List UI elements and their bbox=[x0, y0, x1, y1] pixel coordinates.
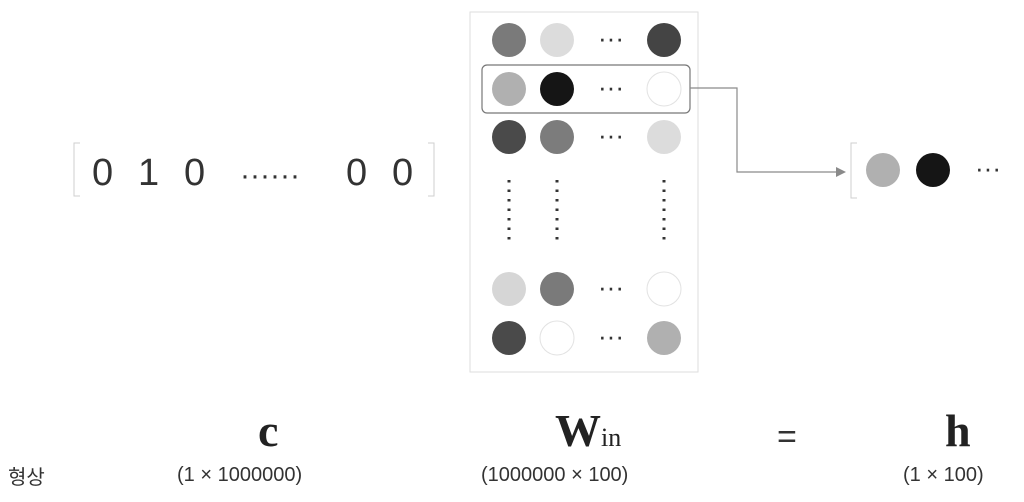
output-ellipsis: ··· bbox=[975, 153, 1001, 183]
selected-row-highlight bbox=[481, 64, 691, 114]
symbol-w-in: Win bbox=[555, 408, 621, 454]
matrix-cell-r3-c2 bbox=[646, 271, 682, 307]
symbol-w: W bbox=[555, 405, 601, 456]
onehot-token-0: 0 bbox=[92, 152, 113, 194]
onehot-token-2: 0 bbox=[184, 152, 205, 194]
output-cell-0 bbox=[866, 153, 900, 187]
matrix-cell-r0-c2 bbox=[647, 23, 681, 57]
matrix-cell-r0-c1 bbox=[540, 23, 574, 57]
matrix-row-ellipsis-4: ··· bbox=[598, 321, 624, 351]
matrix-border bbox=[469, 11, 699, 373]
matrix-cell-r3-c0 bbox=[492, 272, 526, 306]
weight-matrix: ··· ··· ··· ··· ··· bbox=[469, 11, 699, 373]
matrix-row-ellipsis-2: ··· bbox=[598, 120, 624, 150]
equals-sign: = bbox=[777, 418, 797, 456]
shape-row-label: 형상 bbox=[8, 465, 45, 489]
matrix-cell-r1-c0 bbox=[492, 72, 526, 106]
matrix-cell-r2-c2 bbox=[647, 120, 681, 154]
onehot-left-bracket bbox=[73, 142, 80, 197]
output-cell-1 bbox=[916, 153, 950, 187]
matrix-cell-r0-c0 bbox=[492, 23, 526, 57]
matrix-row-ellipsis-0: ··· bbox=[598, 23, 624, 53]
matrix-cell-r4-c0 bbox=[492, 321, 526, 355]
onehot-token-dots: ······ bbox=[240, 159, 300, 192]
matrix-cell-r4-c2 bbox=[647, 321, 681, 355]
selection-arrow bbox=[690, 87, 846, 177]
onehot-token-5: 0 bbox=[392, 152, 413, 194]
matrix-cell-r1-c2 bbox=[646, 71, 682, 107]
onehot-token-4: 0 bbox=[346, 152, 367, 194]
matrix-row-ellipsis-3: ··· bbox=[598, 272, 624, 302]
arrow-head bbox=[836, 167, 846, 177]
symbol-c: c bbox=[258, 405, 279, 456]
output-vector: ··· bbox=[850, 142, 1001, 199]
symbol-w-subscript: in bbox=[601, 423, 622, 452]
shape-w: (1000000 × 100) bbox=[481, 464, 629, 486]
symbol-h: h bbox=[945, 405, 971, 456]
matrix-cell-r2-c0 bbox=[492, 120, 526, 154]
matrix-cell-r2-c1 bbox=[540, 120, 574, 154]
matrix-cell-r4-c1 bbox=[539, 320, 575, 356]
onehot-right-bracket bbox=[428, 142, 435, 197]
matrix-row-ellipsis-1: ··· bbox=[598, 72, 624, 102]
output-left-bracket bbox=[850, 142, 857, 199]
shape-h: (1 × 100) bbox=[903, 464, 984, 486]
onehot-vector: 0 1 0 ······ 0 0 bbox=[73, 142, 435, 197]
matrix-cell-r1-c1 bbox=[540, 72, 574, 106]
onehot-token-1: 1 bbox=[138, 152, 159, 194]
shape-c: (1 × 1000000) bbox=[177, 464, 303, 486]
matrix-cell-r3-c1 bbox=[540, 272, 574, 306]
